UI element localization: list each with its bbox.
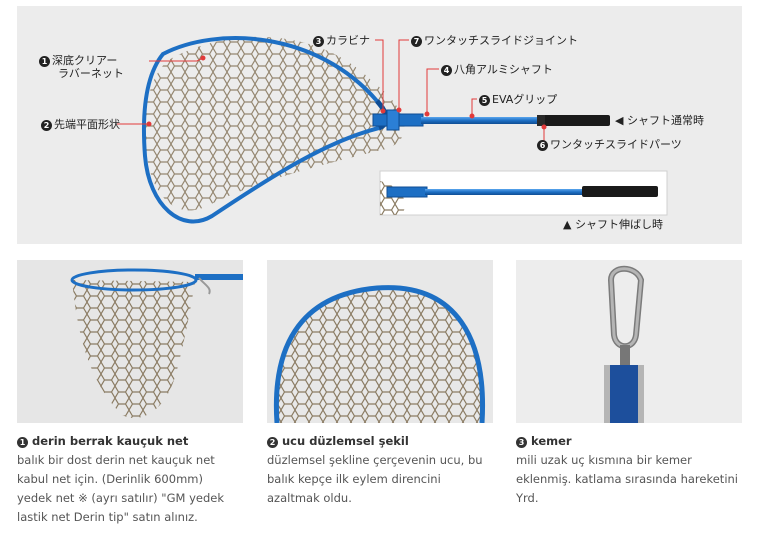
label-shaft-normal: ◀ シャフト通常時 — [615, 114, 704, 127]
eva-grip — [542, 115, 610, 126]
label-shaft-extended: ▲ シャフト伸ばし時 — [563, 218, 663, 231]
feature-3-line: Yrd. — [516, 491, 539, 505]
feature-2-line: azaltmak oldu. — [267, 491, 352, 505]
feature-1-line: kabul net için. (Derinlik 600mm) — [17, 472, 203, 486]
callout-lines — [117, 39, 547, 143]
photo-carabiner — [516, 260, 742, 423]
feature-2-line: balık kepçe ilk eylem direncini — [267, 472, 441, 486]
photo-deep-net — [17, 260, 243, 423]
landing-net-illustration — [117, 36, 668, 224]
feature-1-line: balık bir dost derin net kauçuk net — [17, 453, 215, 467]
net-frame — [142, 36, 389, 224]
feature-3-line: mili uzak uç kısmına bir kemer — [516, 453, 692, 467]
net-bag — [145, 36, 405, 211]
feature-3-line: eklenmiş. katlama sırasında hareketini — [516, 472, 738, 486]
photo-flat-tip — [267, 260, 493, 423]
feature-1-line: yedek net ※ (ayrı satılır) "GM yedek — [17, 491, 225, 505]
feature-2-line: düzlemsel şekline çerçevenin ucu, bu — [267, 453, 483, 467]
feature-1-line: lastik net Derin tip" satın alınız. — [17, 510, 198, 524]
aluminum-shaft — [421, 117, 551, 124]
